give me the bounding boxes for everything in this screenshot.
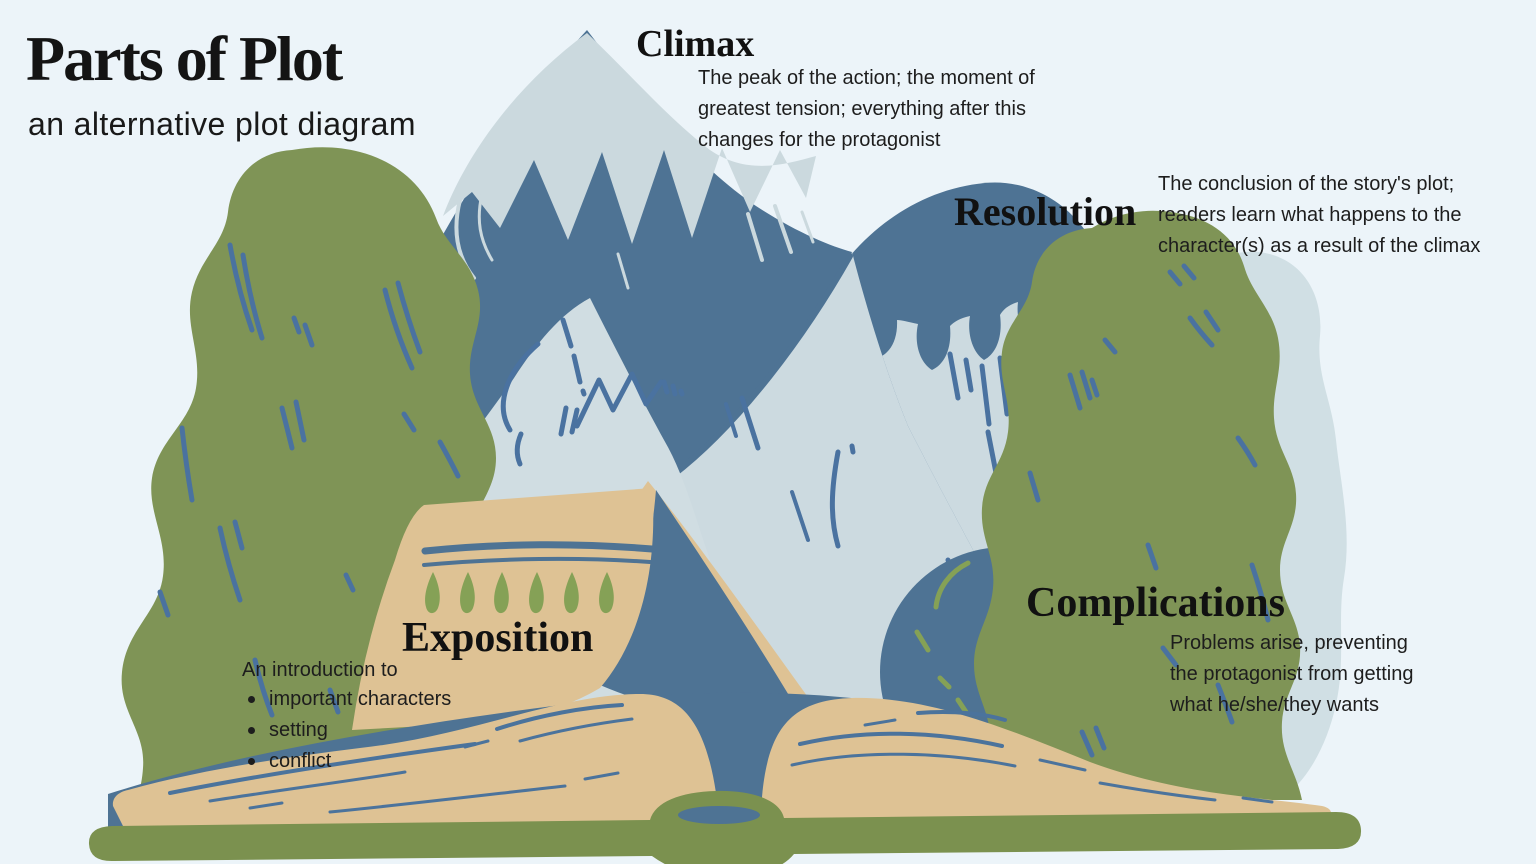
exposition-bullet-text: conflict (269, 750, 332, 772)
right-tree-shape (968, 210, 1302, 800)
complications-label: Complications (1026, 580, 1286, 626)
exposition-label: Exposition (402, 615, 594, 661)
complications-line: the protagonist from getting (1170, 663, 1414, 685)
right-tree (968, 210, 1302, 800)
exposition-bullet-text: important characters (269, 688, 452, 710)
tent (352, 481, 836, 740)
main-mountain-snowcap (443, 33, 816, 244)
climax-label: Climax (636, 23, 755, 65)
exposition-bullet-item: conflict (242, 746, 451, 777)
climax-line: The peak of the action; the moment of (698, 67, 1035, 89)
bullet-dot (248, 758, 255, 765)
climax-line: greatest tension; everything after this (698, 98, 1026, 120)
complications-line: what he/she/they wants (1170, 694, 1380, 716)
page-subtitle: an alternative plot diagram (28, 106, 416, 142)
open-book (108, 692, 1332, 845)
resolution-description: The conclusion of the story's plot; read… (1158, 169, 1480, 262)
complications-description: Problems arise, preventing the protagoni… (1170, 628, 1413, 721)
tent-stripe-bottom (422, 556, 652, 567)
climax-line: changes for the protagonist (698, 129, 941, 151)
climax-description: The peak of the action; the moment of gr… (698, 63, 1035, 156)
exposition-bullet-item: setting (242, 715, 451, 746)
left-tree-texture (157, 242, 461, 718)
resolution-line: readers learn what happens to the (1158, 204, 1462, 226)
foreground-hill-scribbles (500, 317, 685, 467)
tent-drops (425, 572, 614, 614)
right-page-lines (790, 710, 1274, 804)
bullet-dot (248, 696, 255, 703)
exposition-intro: An introduction to (242, 659, 398, 681)
exposition-description: An introduction to important characters … (242, 657, 451, 777)
resolution-line: The conclusion of the story's plot; (1158, 173, 1455, 195)
resolution-line: character(s) as a result of the climax (1158, 235, 1481, 257)
right-tree-texture (1027, 263, 1271, 758)
grass-base (88, 790, 1362, 864)
book-spine-shadow (678, 806, 760, 824)
resolution-label: Resolution (954, 189, 1137, 234)
bullet-dot (248, 727, 255, 734)
exposition-bullet-text: setting (269, 719, 328, 741)
exposition-bullet-item: important characters (242, 684, 451, 715)
left-page-lines (168, 703, 634, 814)
tent-stripe-top (421, 541, 656, 555)
page-title: Parts of Plot (26, 23, 343, 94)
complications-line: Problems arise, preventing (1170, 632, 1408, 654)
